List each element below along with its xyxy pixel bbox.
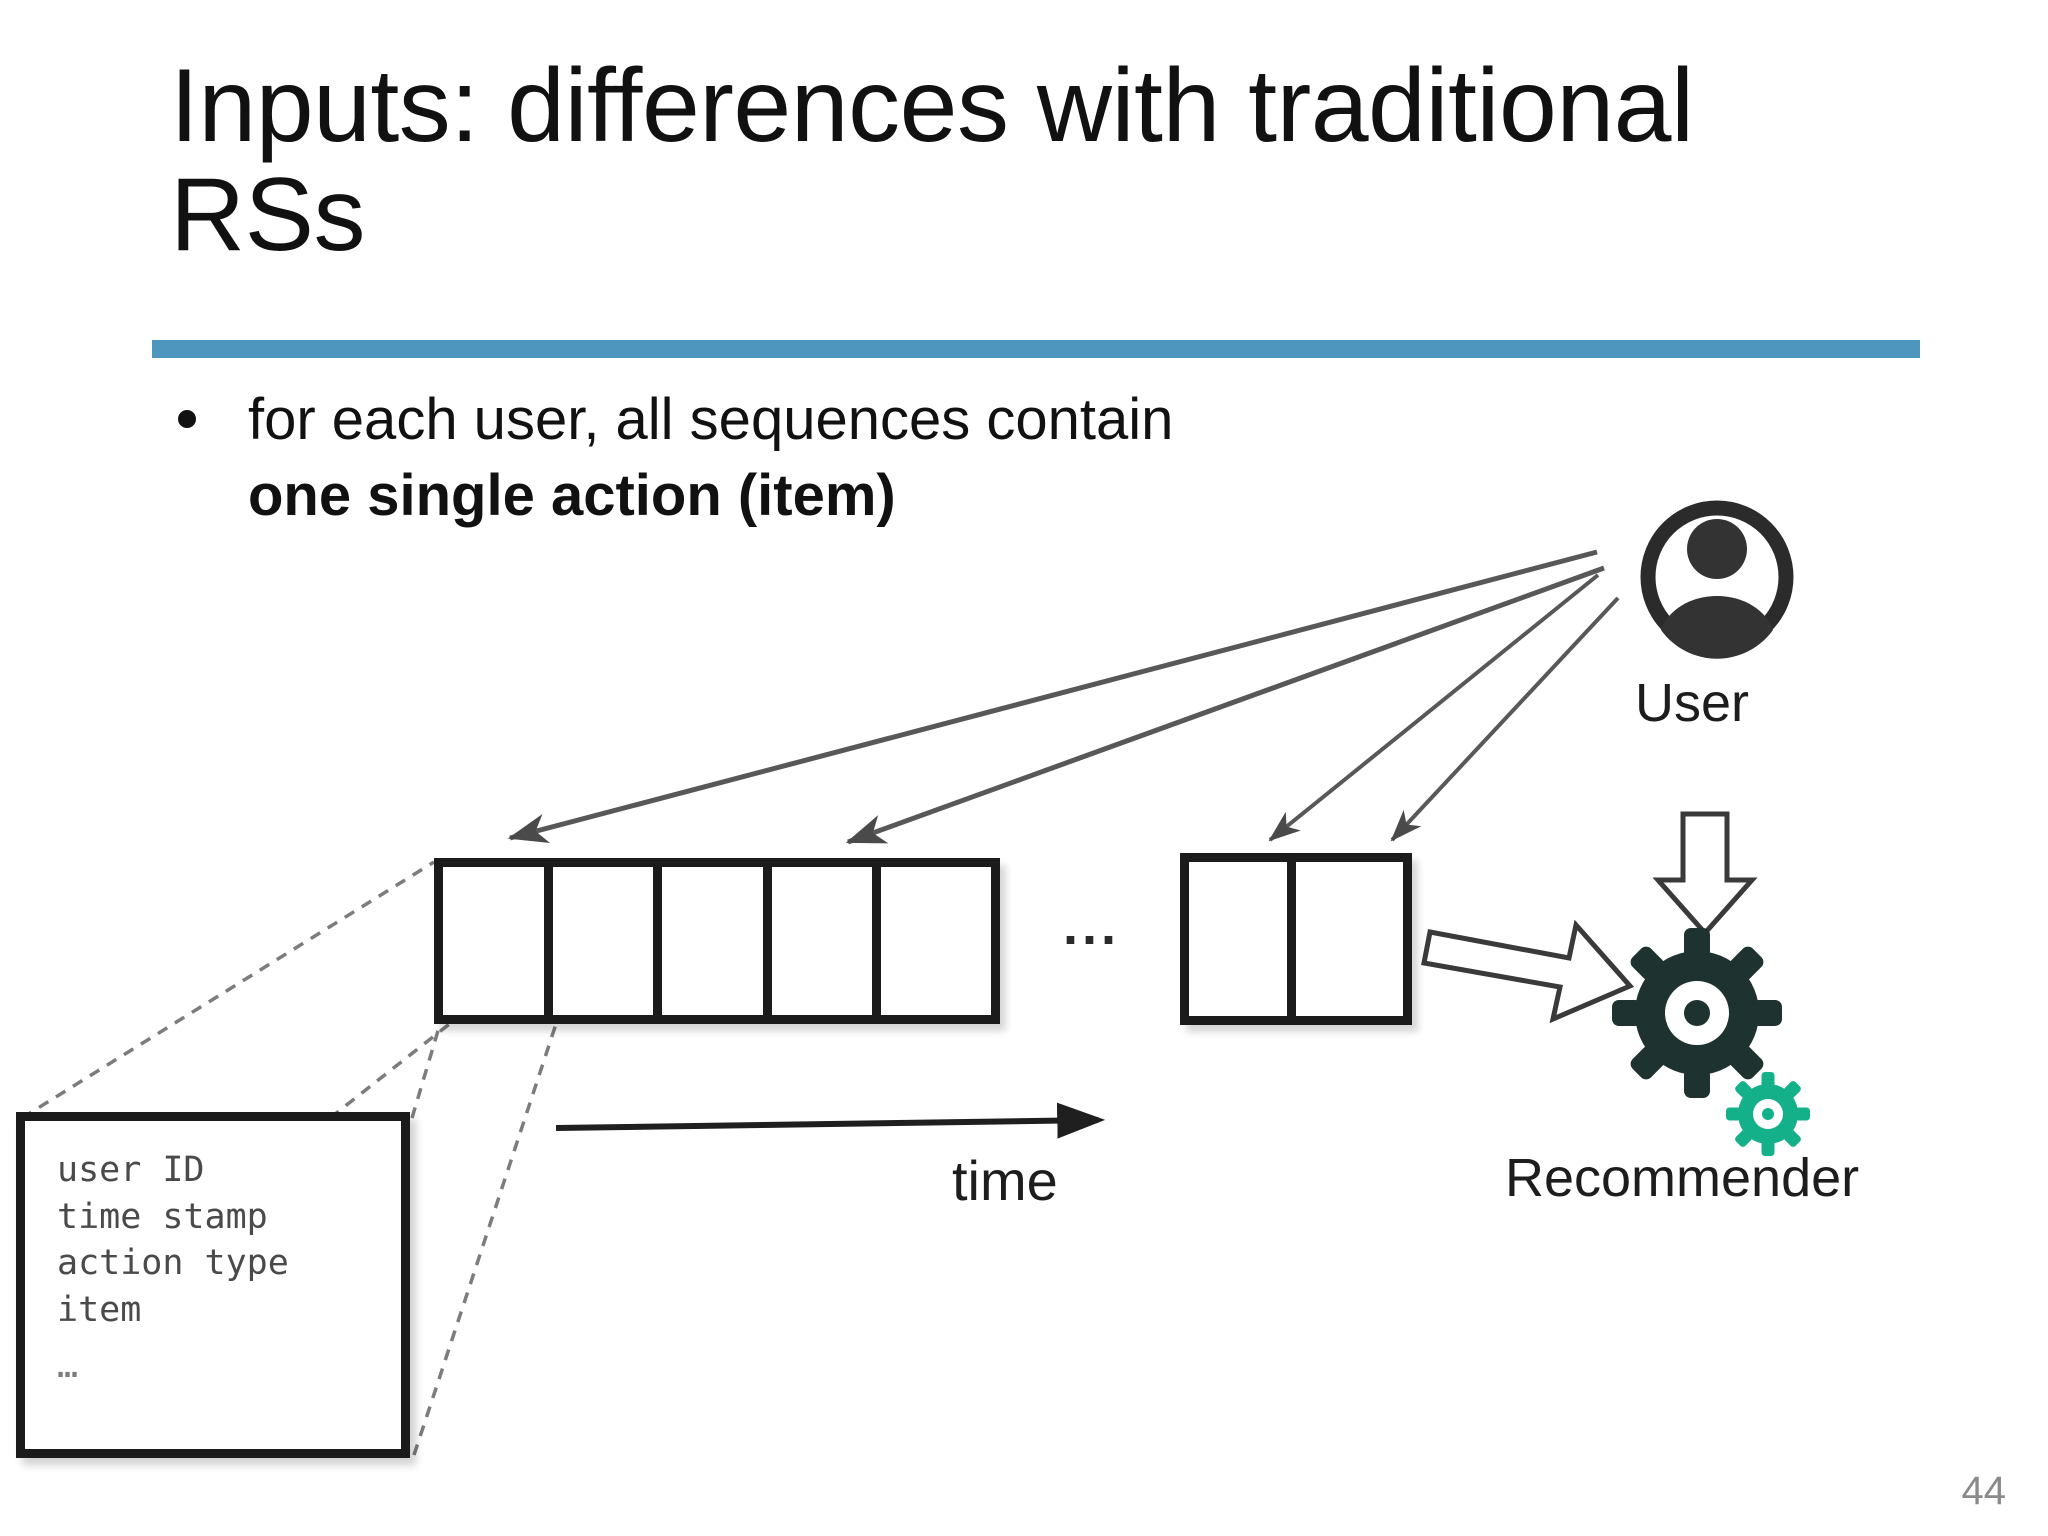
schema-link-bottom [412, 1023, 558, 1456]
sequence-cell[interactable] [771, 867, 882, 1015]
page-title: Inputs: differences with traditional RSs [170, 48, 1694, 274]
gear-icon [1612, 928, 1782, 1098]
schema-line-item: item [57, 1289, 142, 1330]
schema-link-top [21, 860, 435, 1120]
schema-line-user-id: user ID [57, 1150, 205, 1190]
action-schema-box: user ID time stamp action type item … [16, 1112, 410, 1458]
sequence-cell[interactable] [881, 867, 991, 1015]
hollow-down-arrow-icon [1652, 811, 1758, 937]
title-divider [152, 340, 1920, 358]
user-arrow-3 [1268, 573, 1600, 842]
sequence-cell[interactable] [443, 867, 553, 1015]
bullet-dot-icon [178, 410, 196, 428]
sequence-boxes-first [434, 858, 1000, 1024]
schema-link-mid [328, 1020, 454, 1120]
user-label: User [1635, 673, 1750, 733]
sequence-cell[interactable] [1189, 862, 1296, 1016]
sequence-cell[interactable] [552, 867, 663, 1015]
user-to-sequence-arrows [507, 549, 1620, 845]
recommender-label: Recommender [1505, 1148, 1860, 1208]
hollow-right-arrow-icon [1421, 919, 1635, 1024]
sequence-boxes-last [1180, 853, 1412, 1025]
user-arrow-4 [1390, 596, 1620, 842]
bullet-text-bold: one single action (item) [248, 463, 896, 528]
schema-line-time-stamp: time stamp [57, 1196, 268, 1237]
bullet-text-regular: for each user, all sequences contain [248, 387, 1174, 452]
sequence-cell[interactable] [662, 867, 772, 1015]
page-number: 44 [1961, 1469, 2007, 1513]
user-arrow-2 [845, 565, 1605, 845]
time-axis-arrow [555, 1102, 1106, 1139]
schema-line-ellipsis: … [57, 1346, 79, 1387]
sequence-cell[interactable] [1296, 862, 1403, 1016]
sequence-separator: ... [1063, 896, 1121, 956]
user-arrow-1 [507, 549, 1598, 843]
time-axis-label: time [952, 1149, 1058, 1212]
schema-line-action-type: action type [57, 1243, 289, 1284]
gear-icon-small [1726, 1072, 1810, 1156]
schema-link-mid2 [410, 1023, 442, 1119]
user-avatar-icon [1640, 500, 1794, 659]
